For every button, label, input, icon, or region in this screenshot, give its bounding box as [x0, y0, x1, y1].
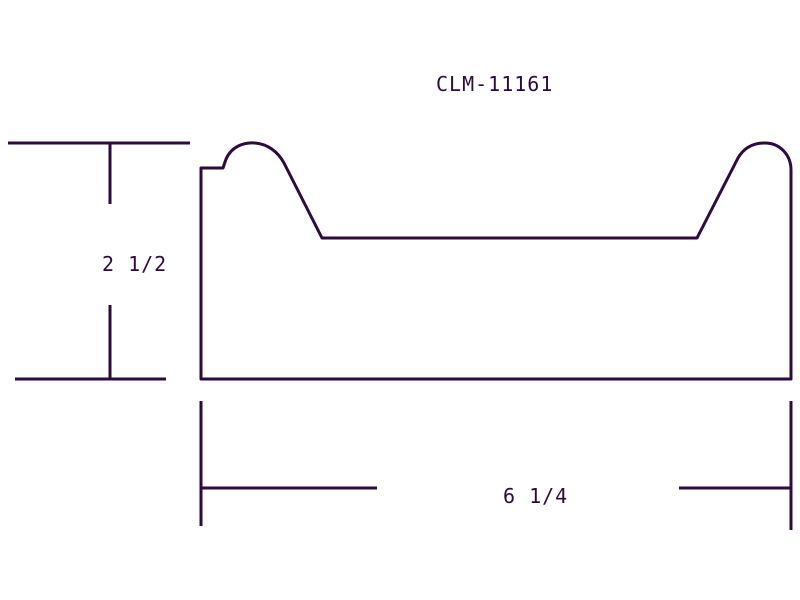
part-number-title: CLM-11161: [436, 72, 554, 96]
molding-profile: [199, 141, 793, 381]
height-dimension-label: 2 1/2: [102, 252, 168, 276]
width-dimension-label: 6 1/4: [503, 484, 569, 508]
